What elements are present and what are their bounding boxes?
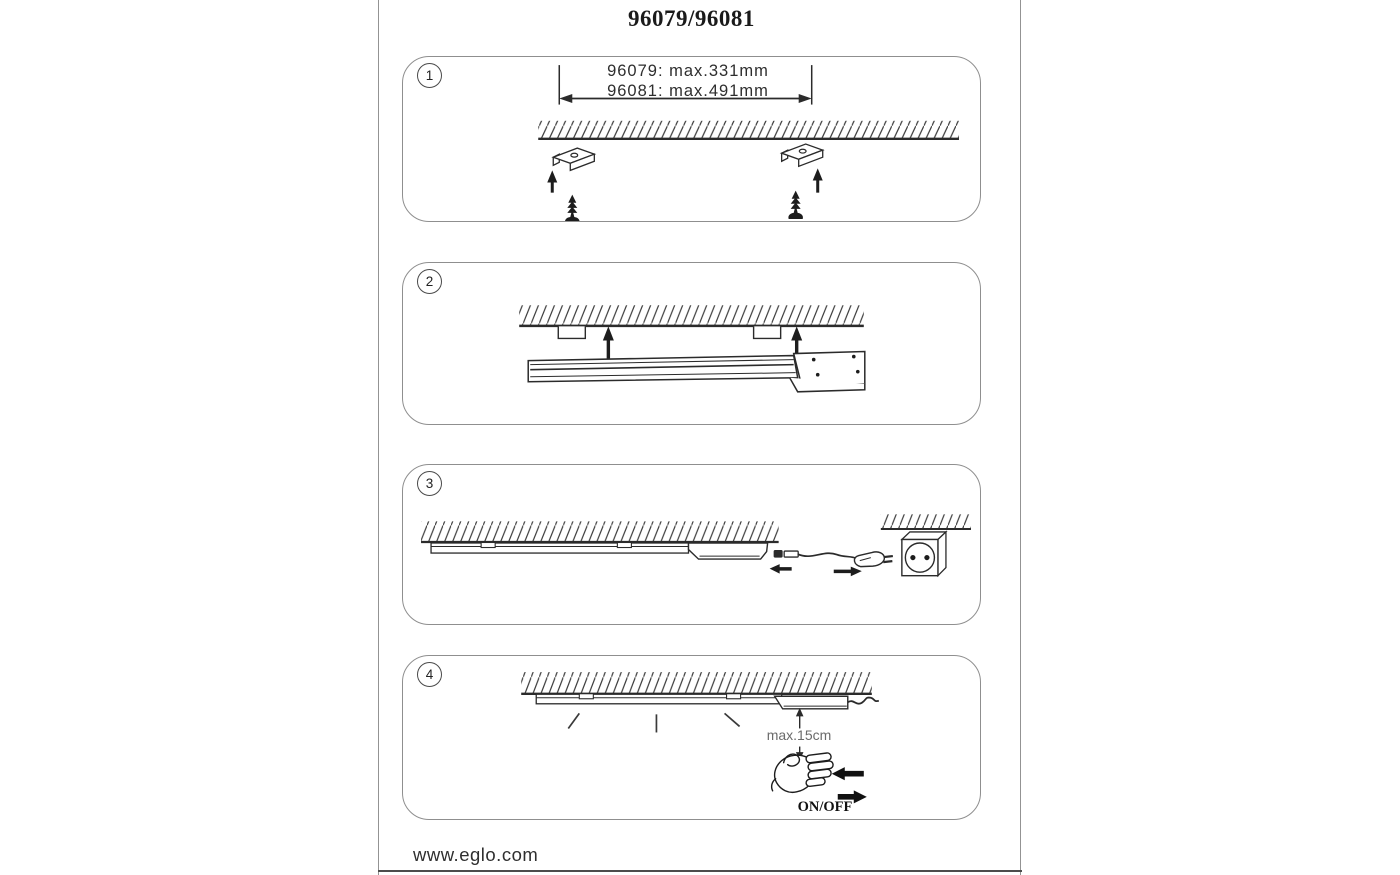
arrow-right-icon (833, 566, 862, 577)
power-socket-icon (900, 530, 948, 578)
ceiling-hatch (519, 305, 864, 328)
step-1-panel: 1 96079: max.331mm 96081: max.491mm (402, 56, 981, 222)
dimension-label-96081: 96081: max.491mm (607, 82, 769, 100)
arrow-up-icon (547, 168, 823, 193)
light-bar (430, 541, 769, 560)
light-bar (527, 350, 866, 393)
step-3-panel: 3 (402, 464, 981, 625)
distance-arrow (795, 707, 804, 761)
power-cord (847, 696, 880, 705)
step-4-panel: 4 max.15cm ON/OFF (402, 655, 981, 820)
step-number: 3 (425, 476, 434, 491)
dimension-labels: 96079: max.331mm 96081: max.491mm (563, 61, 813, 101)
distance-label: max.15cm (766, 727, 832, 743)
step-number: 1 (425, 68, 434, 83)
arrow-right-icon (837, 790, 867, 804)
onoff-label: ON/OFF (797, 799, 853, 815)
page-left-border (378, 0, 380, 875)
hand-icon (770, 752, 834, 794)
screw-anchor-icon (788, 190, 803, 219)
step-number-badge: 4 (417, 662, 442, 687)
step-number: 2 (425, 274, 434, 289)
step-number-badge: 1 (417, 63, 442, 88)
step-4-illustration (521, 672, 880, 804)
step-number-badge: 2 (417, 269, 442, 294)
ceiling-hatch-socket (880, 514, 971, 531)
step-2-illustration (519, 305, 866, 393)
page-bottom-rule (378, 870, 1022, 872)
ceiling-hatch (521, 672, 872, 696)
step-1-illustration (538, 65, 959, 221)
page-title: 96079/96081 (628, 6, 755, 31)
light-rays (567, 712, 741, 733)
page-right-border (1020, 0, 1022, 875)
mounting-bracket-icon (780, 143, 824, 167)
power-plug-icon (853, 551, 893, 568)
mounting-tab (557, 326, 782, 340)
power-connector-icon (773, 550, 799, 558)
step-2-panel: 2 (402, 262, 981, 425)
step-3-illustration (421, 514, 971, 578)
step-number-badge: 3 (417, 471, 442, 496)
mounting-bracket-icon (552, 147, 595, 172)
arrow-left-icon (769, 564, 792, 574)
ceiling-hatch (421, 521, 779, 544)
screw-anchor-icon (565, 194, 580, 221)
footer-url: www.eglo.com (413, 844, 539, 865)
dimension-arrow (559, 93, 812, 104)
step-number: 4 (425, 667, 434, 682)
arrow-left-icon (831, 767, 864, 781)
ceiling-hatch (538, 120, 959, 141)
dimension-ticks (558, 65, 813, 105)
power-cord (797, 552, 858, 560)
dimension-label-96079: 96079: max.331mm (607, 62, 769, 80)
light-bar (535, 693, 849, 710)
